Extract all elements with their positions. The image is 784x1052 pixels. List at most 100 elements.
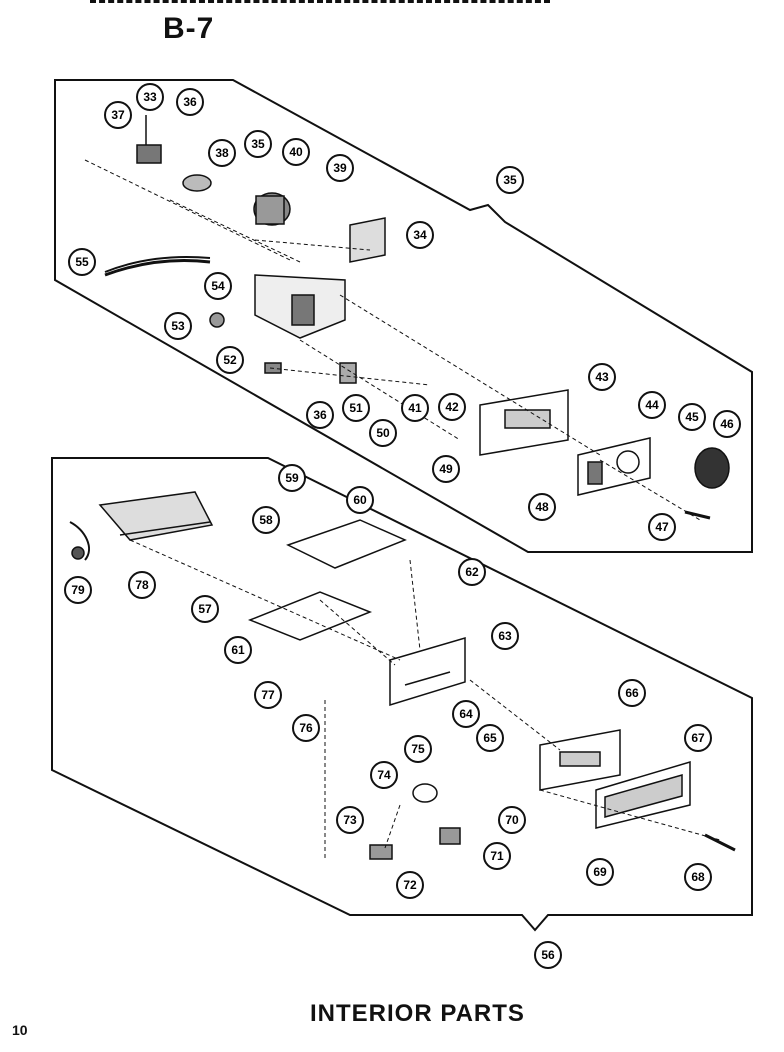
callout-lower-71-label: 71 bbox=[490, 849, 504, 863]
callout-lower-67-circle bbox=[684, 724, 712, 752]
callout-lower-57-circle bbox=[191, 595, 219, 623]
callout-upper-46-label: 46 bbox=[720, 417, 734, 431]
callout-upper-35-label: 35 bbox=[251, 137, 265, 151]
top-edge-dash bbox=[90, 0, 550, 7]
callout-lower-72-label: 72 bbox=[403, 878, 417, 892]
motor-part-40 bbox=[253, 192, 291, 226]
callout-lower-61-circle bbox=[224, 636, 252, 664]
callout-upper-45-label: 45 bbox=[685, 410, 699, 424]
callout-upper-46-circle bbox=[713, 410, 741, 438]
callout-group-lower-circle bbox=[534, 941, 562, 969]
callout-lower-59-circle bbox=[278, 464, 306, 492]
dial-plate-part-44 bbox=[577, 437, 651, 496]
upper-assembly-outline bbox=[54, 79, 753, 553]
callout-lower-66-circle bbox=[618, 679, 646, 707]
callout-upper-53-circle bbox=[164, 312, 192, 340]
callout-upper-36-label: 36 bbox=[313, 408, 327, 422]
callout-lower-74-circle bbox=[370, 761, 398, 789]
callout-upper-41-label: 41 bbox=[408, 401, 422, 415]
callout-lower-62-circle bbox=[458, 558, 486, 586]
panel-part-54 bbox=[254, 274, 346, 339]
plate-part-61 bbox=[247, 591, 373, 641]
frame-part-63 bbox=[389, 636, 466, 707]
callout-lower-64-circle bbox=[452, 700, 480, 728]
grommet-part-53 bbox=[209, 312, 225, 328]
clip-part-72 bbox=[369, 844, 393, 860]
callout-upper-36-circle bbox=[306, 401, 334, 429]
callout-upper-51-label: 51 bbox=[349, 401, 363, 415]
switch-part-37 bbox=[136, 115, 162, 164]
callout-upper-35-circle bbox=[244, 130, 272, 158]
callout-upper-45-circle bbox=[678, 403, 706, 431]
callout-upper-37-label: 37 bbox=[111, 108, 125, 122]
callout-upper-54-label: 54 bbox=[211, 279, 225, 293]
callout-upper-42-circle bbox=[438, 393, 466, 421]
callout-upper-38-label: 38 bbox=[215, 146, 229, 160]
callout-upper-52-label: 52 bbox=[223, 353, 237, 367]
callout-upper-37-circle bbox=[104, 101, 132, 129]
callout-lower-77-label: 77 bbox=[261, 688, 275, 702]
knob-part-46 bbox=[694, 447, 730, 489]
page-title: B-7 bbox=[163, 12, 215, 45]
callout-lower-60-label: 60 bbox=[353, 493, 367, 507]
callout-upper-41-circle bbox=[401, 394, 429, 422]
page-number: 10 bbox=[12, 1022, 28, 1038]
callout-upper-39-circle bbox=[326, 154, 354, 182]
callout-lower-69-label: 69 bbox=[593, 865, 607, 879]
screw-part-47 bbox=[684, 510, 711, 520]
callout-upper-48-circle bbox=[528, 493, 556, 521]
callout-lower-79-circle bbox=[64, 576, 92, 604]
callout-lower-65-circle bbox=[476, 724, 504, 752]
control-board-part-78 bbox=[98, 491, 214, 541]
callout-upper-49-circle bbox=[432, 455, 460, 483]
frame-part-43 bbox=[479, 389, 569, 456]
callout-lower-75-label: 75 bbox=[411, 742, 425, 756]
callout-upper-34-label: 34 bbox=[413, 228, 427, 242]
callout-lower-73-circle bbox=[336, 806, 364, 834]
callout-lower-78-label: 78 bbox=[135, 578, 149, 592]
callout-lower-64-label: 64 bbox=[459, 707, 473, 721]
callout-lower-77-circle bbox=[254, 681, 282, 709]
callout-lower-63-label: 63 bbox=[498, 629, 512, 643]
callout-upper-54-circle bbox=[204, 272, 232, 300]
callout-lower-70-circle bbox=[498, 806, 526, 834]
callout-lower-61-label: 61 bbox=[231, 643, 245, 657]
callout-upper-51-circle bbox=[342, 394, 370, 422]
callout-upper-44-circle bbox=[638, 391, 666, 419]
callout-upper-36-circle bbox=[176, 88, 204, 116]
callout-lower-63-circle bbox=[491, 622, 519, 650]
callout-upper-44-label: 44 bbox=[645, 398, 659, 412]
callout-lower-69-circle bbox=[586, 858, 614, 886]
callout-lower-74-label: 74 bbox=[377, 768, 391, 782]
bracket-part-34 bbox=[349, 217, 386, 263]
callout-upper-33-circle bbox=[136, 83, 164, 111]
callout-upper-47-circle bbox=[648, 513, 676, 541]
callout-upper-34-circle bbox=[406, 221, 434, 249]
callout-upper-40-circle bbox=[282, 138, 310, 166]
callout-upper-40-label: 40 bbox=[289, 145, 303, 159]
callout-lower-60-circle bbox=[346, 486, 374, 514]
connector-part-71 bbox=[439, 827, 461, 845]
callout-upper-49-label: 49 bbox=[439, 462, 453, 476]
knob-part-38 bbox=[182, 174, 212, 192]
callout-lower-76-circle bbox=[292, 714, 320, 742]
wire-harness-part-55 bbox=[104, 255, 211, 277]
callout-lower-58-label: 58 bbox=[259, 513, 273, 527]
callout-group-upper-circle bbox=[496, 166, 524, 194]
callout-upper-38-circle bbox=[208, 139, 236, 167]
callout-lower-68-label: 68 bbox=[691, 870, 705, 884]
leader-lines bbox=[84, 159, 721, 860]
callout-lower-59-label: 59 bbox=[285, 471, 299, 485]
callout-upper-55-circle bbox=[68, 248, 96, 276]
callout-lower-75-circle bbox=[404, 735, 432, 763]
callout-lower-62-label: 62 bbox=[465, 565, 479, 579]
callout-lower-58-circle bbox=[252, 506, 280, 534]
wire-part-79 bbox=[69, 521, 90, 561]
callout-group-upper-label: 35 bbox=[503, 173, 517, 187]
callout-lower-73-label: 73 bbox=[343, 813, 357, 827]
callout-upper-53-label: 53 bbox=[171, 319, 185, 333]
callout-lower-79-label: 79 bbox=[71, 583, 85, 597]
callout-lower-68-circle bbox=[684, 863, 712, 891]
